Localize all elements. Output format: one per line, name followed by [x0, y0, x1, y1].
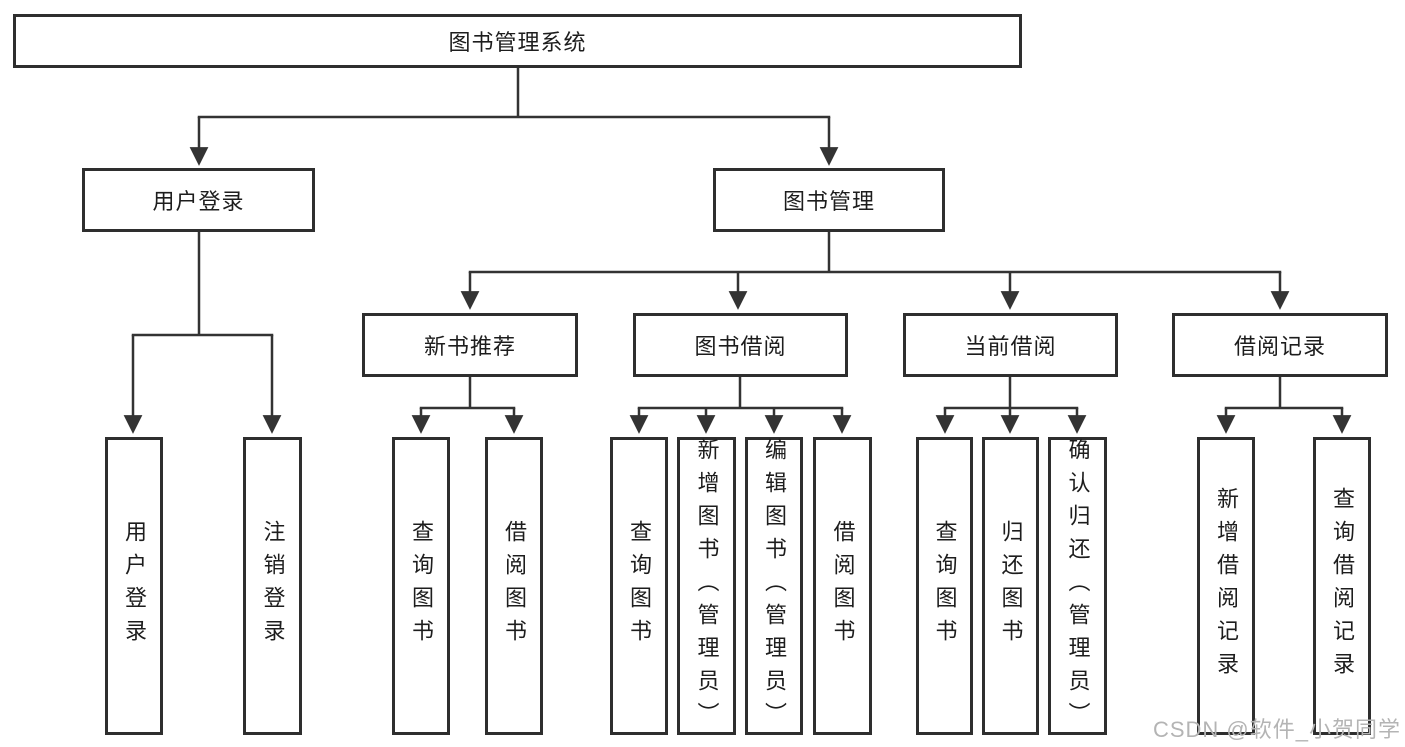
leaf-records-add-record-label: 新增借阅记录 — [1214, 487, 1239, 685]
leaf-logout-login-label: 注销登录 — [260, 520, 286, 652]
leaf-current-confirm-return-admin-label: 确认归还（管理员） — [1065, 437, 1091, 735]
leaf-user-login: 用户登录 — [105, 437, 163, 735]
leaf-borrowing-query-books-label: 查询图书 — [627, 520, 652, 652]
leaf-records-add-record: 新增借阅记录 — [1197, 437, 1255, 735]
leaf-recommend-borrow-books-label: 借阅图书 — [502, 520, 527, 652]
node-borrowing-records: 借阅记录 — [1172, 313, 1388, 377]
node-book-management: 图书管理 — [713, 168, 945, 232]
leaf-current-confirm-return-admin: 确认归还（管理员） — [1048, 437, 1107, 735]
leaf-records-query-record: 查询借阅记录 — [1313, 437, 1371, 735]
node-current-borrowing: 当前借阅 — [903, 313, 1118, 377]
leaf-current-query-books: 查询图书 — [916, 437, 973, 735]
leaf-borrowing-borrow-books-label: 借阅图书 — [830, 520, 856, 652]
leaf-borrowing-edit-books-admin: 编辑图书（管理员） — [745, 437, 803, 735]
leaf-records-query-record-label: 查询借阅记录 — [1330, 487, 1355, 685]
leaf-current-query-books-label: 查询图书 — [932, 520, 958, 652]
leaf-user-login-label: 用户登录 — [122, 520, 147, 652]
csdn-watermark: CSDN @软件_小贺同学 — [1152, 717, 1401, 742]
leaf-recommend-query-books-label: 查询图书 — [409, 520, 434, 652]
leaf-borrowing-add-books-admin-label: 新增图书（管理员） — [694, 437, 720, 735]
node-new-book-recommend: 新书推荐 — [362, 313, 578, 377]
leaf-recommend-query-books: 查询图书 — [392, 437, 450, 735]
node-book-borrowing: 图书借阅 — [633, 313, 848, 377]
leaf-recommend-borrow-books: 借阅图书 — [485, 437, 543, 735]
leaf-borrowing-add-books-admin: 新增图书（管理员） — [677, 437, 736, 735]
leaf-borrowing-edit-books-admin-label: 编辑图书（管理员） — [762, 437, 787, 735]
leaf-current-return-books: 归还图书 — [982, 437, 1039, 735]
leaf-borrowing-query-books: 查询图书 — [610, 437, 668, 735]
node-root-system: 图书管理系统 — [13, 14, 1022, 68]
node-user-login: 用户登录 — [82, 168, 315, 232]
leaf-logout-login: 注销登录 — [243, 437, 302, 735]
leaf-borrowing-borrow-books: 借阅图书 — [813, 437, 872, 735]
leaf-current-return-books-label: 归还图书 — [998, 520, 1024, 652]
